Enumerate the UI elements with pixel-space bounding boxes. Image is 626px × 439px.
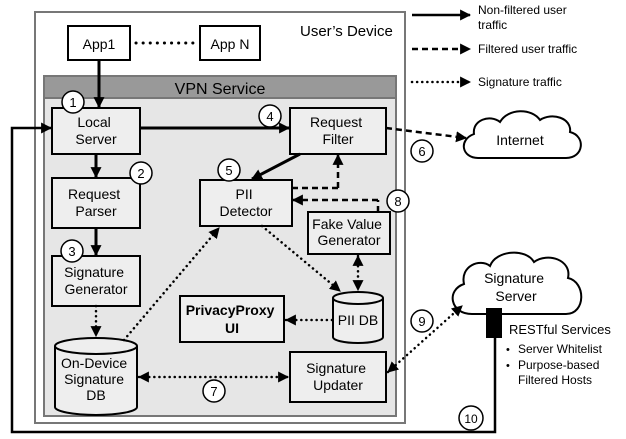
step-2-label: 2: [137, 166, 144, 181]
on-device-db-cylinder: [54, 346, 138, 416]
step-8-label: 8: [394, 194, 401, 209]
step-1-marker: 1: [61, 90, 85, 114]
step-9-label: 9: [418, 314, 425, 329]
appn-box: [199, 25, 261, 61]
step-3-marker: 3: [60, 239, 84, 263]
restful-bullet-1: •: [506, 344, 510, 356]
privacyproxy-ui-line2: UI: [225, 320, 239, 336]
step-10-label: 10: [464, 412, 478, 426]
privacyproxy-ui-line1: PrivacyProxy: [186, 302, 275, 318]
arrow-updater-server: [386, 304, 464, 374]
restful-services-block: [486, 308, 502, 338]
internet-label: Internet: [496, 132, 544, 148]
signature-updater-label: Signature Updater: [306, 360, 370, 393]
restful-item-3: Filtered Hosts: [518, 373, 592, 387]
request-filter-line2: Filter: [322, 131, 353, 147]
restful-item-1: Server Whitelist: [518, 342, 603, 356]
request-parser-label: Request Parser: [68, 186, 124, 219]
step-5-label: 5: [225, 163, 232, 178]
step-6-marker: 6: [410, 139, 434, 163]
local-server-line2: Server: [75, 131, 117, 147]
pii-detector-line1: PII: [235, 186, 252, 202]
restful-title: RESTful Services: [509, 322, 611, 337]
pii-detector-label: PII Detector: [220, 186, 273, 219]
signature-updater-line2: Updater: [313, 377, 363, 393]
pii-db-cylinder: [332, 298, 384, 344]
signature-updater-line1: Signature: [306, 360, 366, 376]
app1-label: App1: [83, 36, 116, 52]
arrow-db-to-detector: [122, 226, 221, 342]
legend-signature-label: Signature traffic: [478, 75, 562, 89]
legend-nonfiltered-line1: Non-filtered user: [478, 3, 567, 17]
step-9-marker: 9: [410, 309, 434, 333]
step-4-marker: 4: [258, 104, 282, 128]
internet-cloud: [463, 110, 582, 159]
step-3-label: 3: [68, 244, 75, 259]
vpn-title: VPN Service: [175, 81, 266, 98]
arrow-filter-to-internet: [385, 126, 468, 143]
step-5-marker: 5: [217, 158, 241, 182]
request-parser-line2: Parser: [75, 203, 117, 219]
step-4-label: 4: [266, 109, 273, 124]
local-server-line1: Local: [77, 114, 110, 130]
appn-label: App N: [211, 36, 250, 52]
fake-value-generator-label: Fake Value Generator: [312, 216, 386, 248]
on-device-db-line1: On-Device: [61, 355, 127, 371]
step-6-label: 6: [418, 144, 425, 159]
on-device-db-top: [54, 337, 138, 355]
vpn-panel-header: [43, 75, 397, 99]
step-7-marker: 7: [202, 379, 226, 403]
signature-generator-line2: Generator: [64, 281, 127, 297]
privacyproxy-ui-box: [179, 295, 285, 343]
legend-filtered-label: Filtered user traffic: [478, 42, 577, 56]
request-filter-label: Request Filter: [310, 114, 366, 147]
arrow-detector-to-piidb: [260, 224, 342, 293]
signature-server-label: Signature Server: [484, 270, 548, 304]
fake-value-generator-box: [307, 211, 391, 255]
signature-updater-box: [289, 351, 387, 403]
arrow-server-return-loop: [10, 122, 497, 434]
fake-value-generator-line2: Generator: [317, 232, 380, 248]
legend-nonfiltered-label: Non-filtered user traffic: [478, 3, 570, 32]
pii-db-top: [332, 291, 384, 305]
legend-nonfiltered-line2: traffic: [478, 18, 507, 32]
pii-db-label: PII DB: [338, 312, 378, 328]
pii-detector-line2: Detector: [220, 203, 273, 219]
step-7-label: 7: [210, 384, 217, 399]
restful-item-2: Purpose-based: [518, 358, 599, 372]
on-device-db-line2: Signature: [64, 371, 124, 387]
restful-bullet-2: •: [506, 360, 510, 372]
step-1-label: 1: [69, 95, 76, 110]
request-parser-line1: Request: [68, 186, 120, 202]
signature-generator-line1: Signature: [64, 264, 124, 280]
arrow-filter-to-detector: [251, 152, 301, 181]
request-parser-box: [51, 177, 141, 229]
request-filter-line1: Request: [310, 114, 362, 130]
privacyproxy-ui-label: PrivacyProxy UI: [186, 302, 279, 336]
step-10-marker: 10: [458, 405, 484, 431]
fake-value-generator-line1: Fake Value: [312, 216, 382, 232]
on-device-db-line3: DB: [86, 387, 105, 403]
signature-server-line1: Signature: [484, 270, 544, 286]
step-8-marker: 8: [386, 189, 410, 213]
device-label: User’s Device: [300, 23, 393, 40]
signature-server-cloud: [451, 251, 583, 315]
on-device-db-label: On-Device Signature DB: [61, 355, 131, 403]
signature-generator-label: Signature Generator: [64, 264, 128, 297]
signature-server-line2: Server: [495, 288, 537, 304]
local-server-label: Local Server: [75, 114, 117, 147]
step-2-marker: 2: [129, 161, 153, 185]
